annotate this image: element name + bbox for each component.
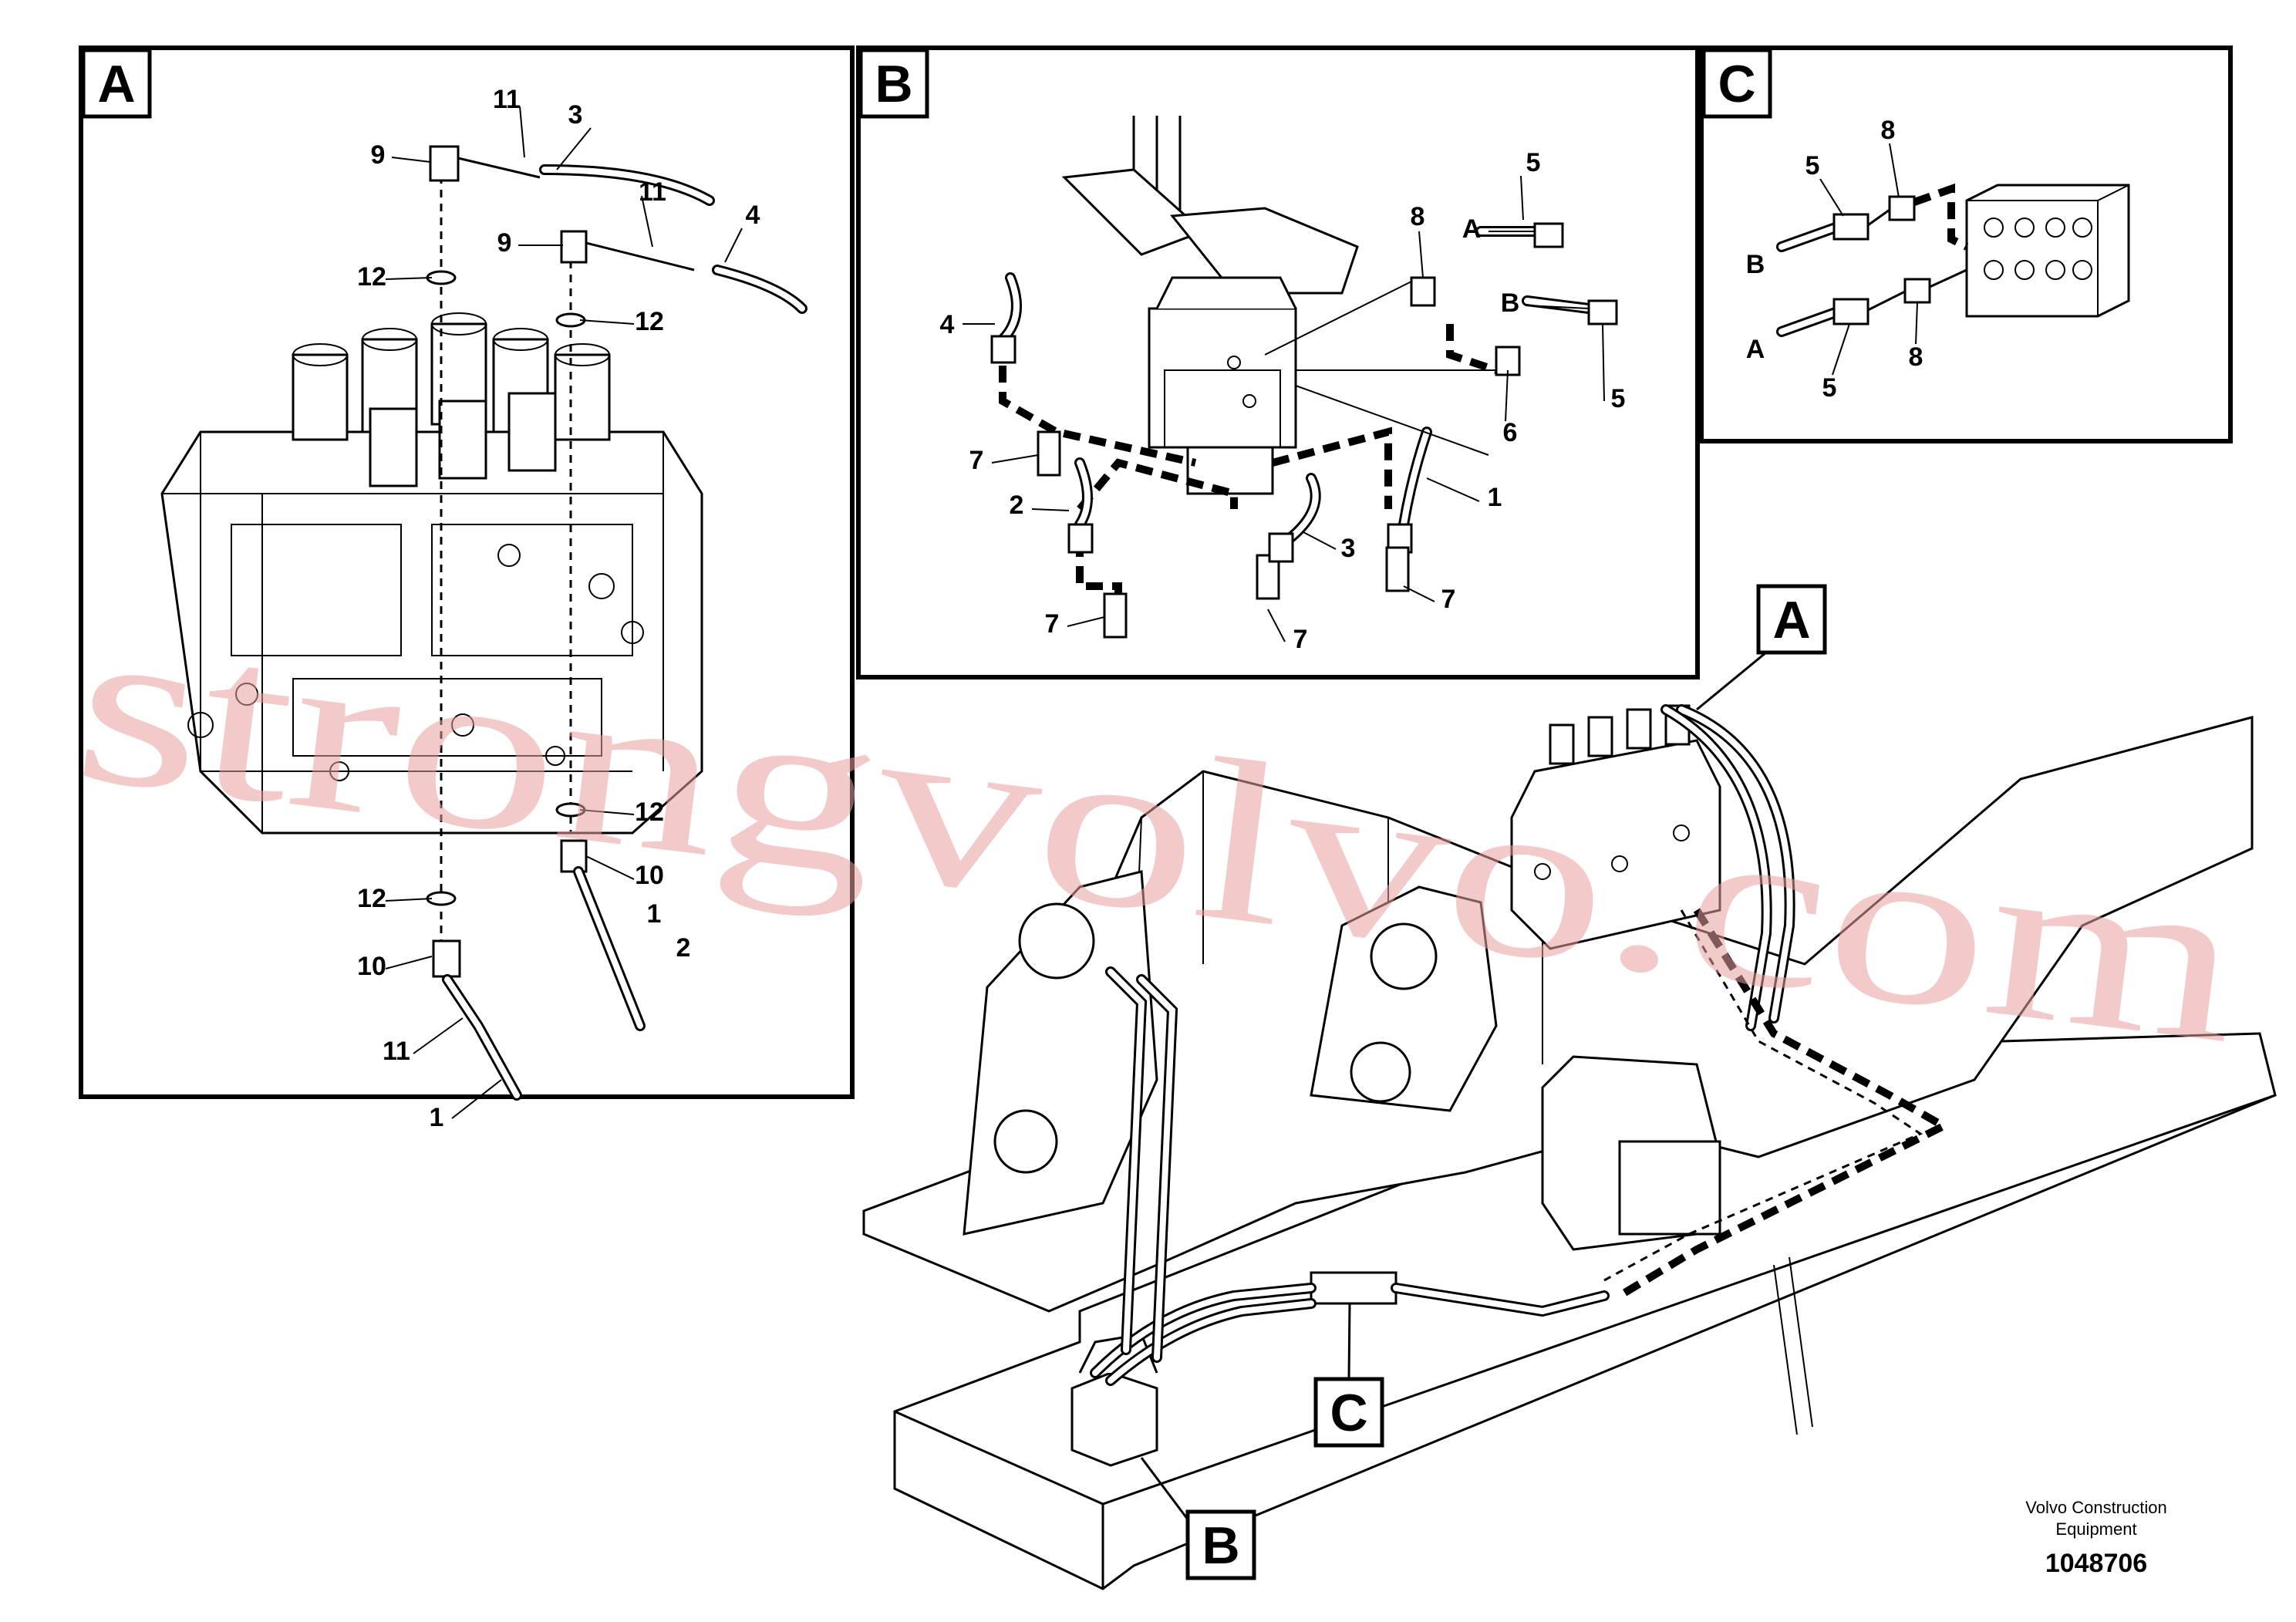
main-chassis-view: A C B: [862, 584, 2277, 1590]
callout-2: 2: [1010, 491, 1024, 520]
main-control-valve: [1510, 704, 1721, 950]
svg-text:A: A: [1772, 591, 1810, 649]
callout-12: 12: [635, 798, 664, 827]
callout-12: 12: [357, 884, 386, 913]
callout-10: 10: [635, 861, 664, 890]
callout-label-b: B: [1501, 288, 1520, 318]
panel-c: C 5 8 B A 8 5: [1699, 46, 2233, 443]
callout-7: 7: [1045, 609, 1060, 639]
callout-12: 12: [357, 262, 386, 292]
callout-label-b: B: [1746, 250, 1765, 279]
svg-text:C: C: [1330, 1384, 1367, 1442]
main-hose-bundles: [1090, 704, 1952, 1386]
callout-7: 7: [1441, 585, 1456, 614]
junction-block: [1965, 184, 2130, 318]
panel-c-callouts: 5 8 B A 8 5: [1746, 116, 1923, 403]
panel-c-label: C: [1718, 55, 1755, 113]
callout-5: 5: [1822, 373, 1837, 403]
callout-5: 5: [1805, 151, 1820, 180]
callout-7: 7: [969, 446, 984, 475]
callout-5: 5: [1611, 384, 1626, 413]
panel-b-label-box: [858, 48, 929, 119]
panel-b-callouts: 5 A 8 B 4 5 6 7 2 1 3 7 7 7: [940, 148, 1626, 654]
main-marker-b: B: [1140, 1457, 1256, 1580]
callout-3: 3: [1341, 534, 1356, 563]
callout-4: 4: [940, 310, 955, 339]
panel-b-hoses: [997, 226, 1594, 545]
main-marker-c: C: [1313, 1303, 1384, 1448]
panel-b: B: [856, 46, 1955, 679]
callout-12: 12: [635, 307, 664, 336]
callout-11: 11: [383, 1037, 410, 1066]
panel-c-hoses: [1776, 183, 1969, 337]
panel-a-callouts: 11 3 9 11 9 4 12 12 12 12 10 1 10 2 11 1: [357, 85, 760, 1132]
callout-label-a: A: [1746, 335, 1765, 364]
panel-a-label: A: [97, 55, 135, 113]
callout-9: 9: [371, 140, 386, 170]
panel-a-fittings: [426, 145, 807, 1101]
callout-6: 6: [1503, 418, 1518, 447]
callout-label-a: A: [1462, 214, 1482, 244]
callout-1: 1: [430, 1103, 444, 1132]
panel-b-fittings: [990, 222, 1618, 639]
callout-3: 3: [568, 100, 583, 130]
pilot-pedal-valve: [1061, 116, 1359, 495]
callout-11: 11: [493, 85, 521, 114]
panel-c-label-box: [1701, 48, 1772, 119]
callout-2: 2: [676, 933, 691, 963]
svg-text:B: B: [1202, 1516, 1239, 1575]
panel-a-label-box: [81, 48, 152, 119]
callout-9: 9: [497, 228, 512, 258]
callout-8: 8: [1411, 202, 1425, 231]
callout-4: 4: [746, 201, 760, 230]
callout-10: 10: [357, 952, 386, 981]
panel-b-label: B: [875, 55, 912, 113]
main-marker-a: A: [1696, 584, 1827, 711]
document-number: 1048706: [2045, 1549, 2147, 1578]
credit-line-2: Equipment: [2055, 1519, 2136, 1539]
callout-5: 5: [1526, 148, 1541, 177]
callout-8: 8: [1881, 116, 1896, 145]
panel-a: A: [79, 46, 855, 1132]
callout-8: 8: [1909, 342, 1923, 372]
callout-1: 1: [1488, 483, 1502, 512]
callout-1: 1: [647, 899, 662, 929]
callout-7: 7: [1293, 625, 1308, 654]
main-junction-block: [1310, 1271, 1397, 1305]
credit-line-1: Volvo Construction: [2025, 1498, 2166, 1517]
control-valve-block: [160, 312, 703, 835]
